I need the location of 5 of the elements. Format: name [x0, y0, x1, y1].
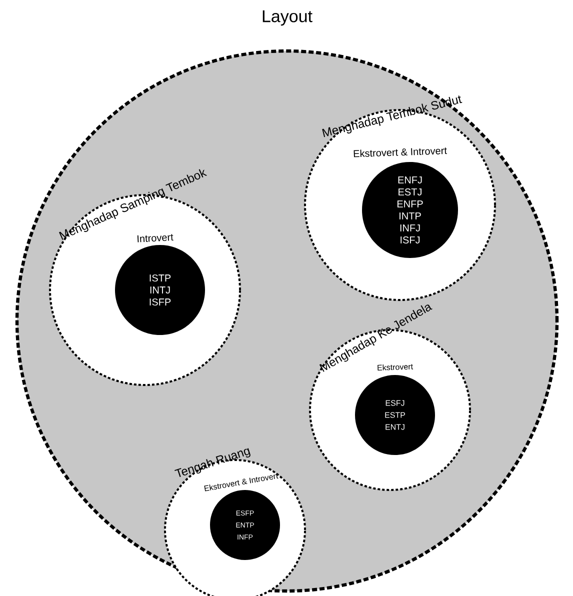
- group-label: Ekstrovert & Introvert: [354, 148, 447, 158]
- group-label: Ekstrovert: [378, 364, 414, 370]
- group-label: Introvert: [137, 234, 174, 242]
- group-label: Ekstrovert & Introvert: [204, 473, 278, 492]
- title: Layout: [262, 10, 312, 26]
